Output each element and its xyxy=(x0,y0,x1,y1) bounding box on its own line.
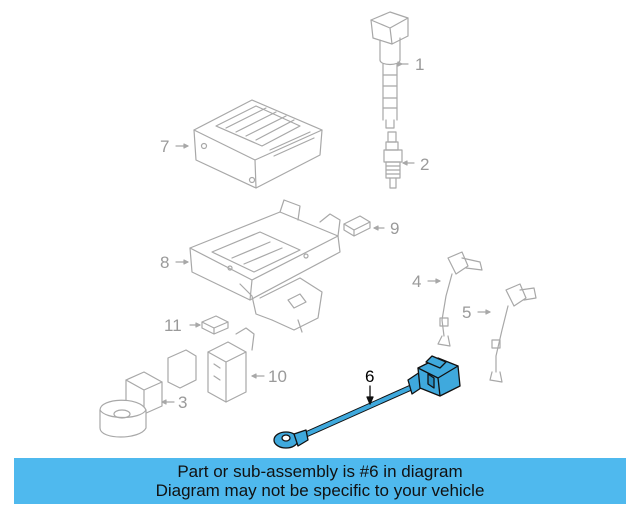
knock-sensor-drawing[interactable] xyxy=(273,355,461,449)
module-drawing[interactable] xyxy=(167,327,265,403)
sensor-lower-left-drawing[interactable] xyxy=(99,371,175,438)
sensor-5-drawing[interactable] xyxy=(477,283,537,383)
bracket-drawing[interactable] xyxy=(175,199,341,333)
callout-7: 7 xyxy=(160,137,169,156)
ecm-drawing[interactable] xyxy=(175,99,323,189)
clip-drawing[interactable] xyxy=(189,315,229,335)
banner-line-1: Part or sub-assembly is #6 in diagram xyxy=(177,462,463,481)
banner-line-2: Diagram may not be specific to your vehi… xyxy=(155,481,485,500)
callout-4: 4 xyxy=(412,272,421,291)
callout-10: 10 xyxy=(268,367,287,386)
spark-plug-drawing[interactable] xyxy=(383,131,415,189)
info-banner: Part or sub-assembly is #6 in diagram Di… xyxy=(14,458,626,504)
callout-3: 3 xyxy=(178,393,187,412)
chip-drawing[interactable] xyxy=(343,215,385,237)
ignition-coil-drawing[interactable] xyxy=(370,11,409,129)
callout-2: 2 xyxy=(420,155,429,174)
callout-9: 9 xyxy=(390,219,399,238)
callout-11: 11 xyxy=(164,316,182,335)
callout-1: 1 xyxy=(415,55,424,74)
callout-5: 5 xyxy=(462,303,471,322)
callout-6: 6 xyxy=(365,367,374,386)
callout-8: 8 xyxy=(160,253,169,272)
sensor-4-drawing[interactable] xyxy=(427,251,483,347)
